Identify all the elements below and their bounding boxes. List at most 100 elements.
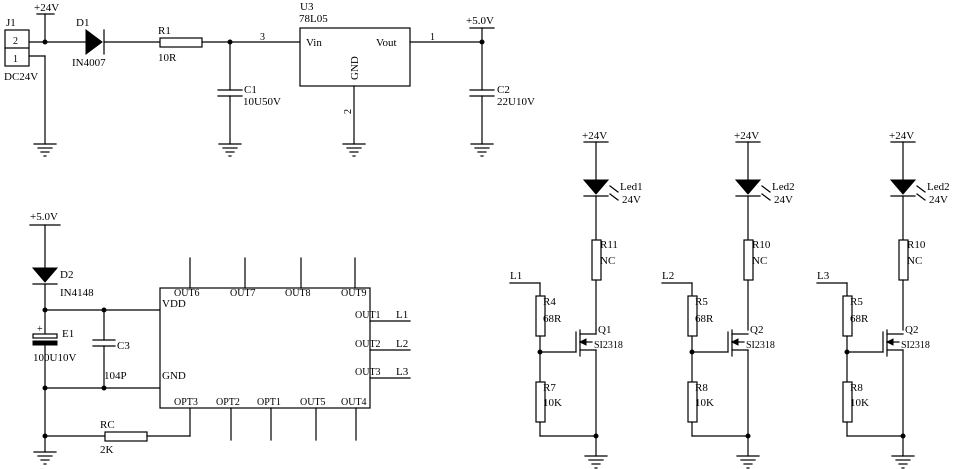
svg-text:68R: 68R — [695, 313, 714, 325]
svg-text:1: 1 — [13, 54, 18, 65]
svg-text:SI2318: SI2318 — [901, 340, 930, 351]
svg-text:U3: U3 — [300, 1, 314, 13]
svg-text:R5: R5 — [850, 296, 863, 308]
mcu-chip: VDD GND OUT6 OUT7 OUT8 OUT9 OUT1 OUT2 OU… — [159, 257, 411, 441]
svg-text:Vout: Vout — [376, 37, 397, 49]
svg-text:68R: 68R — [850, 313, 869, 325]
svg-text:L2: L2 — [662, 270, 674, 282]
led-ref: Led2 — [927, 181, 950, 193]
led-driver-3: +24V Led2 24V R10 NC L3 R5 68R Q2 SI2318… — [816, 130, 950, 469]
led-ref: Led1 — [620, 181, 643, 193]
svg-text:J1: J1 — [6, 17, 16, 29]
svg-text:2: 2 — [343, 109, 354, 114]
svg-text:E1: E1 — [62, 328, 74, 340]
mcu-section: +5.0V D2 IN4148 + E1 100U10V — [29, 211, 411, 465]
svg-text:L3: L3 — [817, 270, 830, 282]
svg-text:+24V: +24V — [734, 130, 759, 142]
svg-text:OUT9: OUT9 — [341, 288, 367, 299]
vin-net-label: +24V — [34, 2, 59, 43]
svg-text:24V: 24V — [929, 194, 948, 206]
vout-net-label: +5.0V — [466, 15, 495, 43]
capacitor-c1: C1 10U50V — [217, 41, 281, 157]
svg-text:100U10V: 100U10V — [33, 352, 76, 364]
svg-text:D1: D1 — [76, 17, 89, 29]
resistor-r1: R1 10R — [158, 25, 203, 64]
svg-text:SI2318: SI2318 — [746, 340, 775, 351]
svg-text:10K: 10K — [543, 397, 562, 409]
svg-text:68R: 68R — [543, 313, 562, 325]
power-supply-section: J1 2 1 DC24V +24V D1 IN4007 — [4, 1, 535, 157]
svg-text:+5.0V: +5.0V — [466, 15, 494, 27]
led-ref: Led2 — [772, 181, 795, 193]
svg-text:Vin: Vin — [306, 37, 322, 49]
svg-text:GND: GND — [349, 56, 361, 80]
svg-text:VDD: VDD — [162, 298, 186, 310]
resistor-rc: RC 2K — [44, 407, 191, 456]
diode-d1: D1 IN4007 — [72, 17, 106, 69]
svg-text:24V: 24V — [774, 194, 793, 206]
capacitor-c2: C2 22U10V — [469, 41, 535, 157]
svg-text:OUT1: OUT1 — [355, 310, 381, 321]
connector-j1: J1 2 1 DC24V — [4, 17, 38, 83]
svg-text:R11: R11 — [600, 239, 618, 251]
svg-text:C3: C3 — [117, 340, 130, 352]
svg-text:OUT3: OUT3 — [355, 367, 381, 378]
capacitor-e1: + E1 100U10V — [32, 309, 76, 465]
svg-text:DC24V: DC24V — [4, 71, 38, 83]
svg-text:3: 3 — [260, 32, 265, 43]
led-driver-2: +24V Led2 24V R10 NC L2 R5 68R Q2 SI2318… — [661, 130, 795, 469]
svg-text:R10: R10 — [907, 239, 926, 251]
svg-text:GND: GND — [162, 370, 186, 382]
svg-text:1: 1 — [430, 32, 435, 43]
svg-text:+24V: +24V — [889, 130, 914, 142]
svg-text:R8: R8 — [695, 382, 708, 394]
svg-text:OUT5: OUT5 — [300, 397, 326, 408]
svg-text:10U50V: 10U50V — [243, 96, 281, 108]
svg-text:NC: NC — [600, 255, 615, 267]
svg-text:OUT4: OUT4 — [341, 397, 367, 408]
svg-text:OUT8: OUT8 — [285, 288, 311, 299]
svg-text:C1: C1 — [244, 84, 257, 96]
regulator-u3: U3 78L05 3 1 Vin Vout GND 2 — [260, 1, 435, 157]
svg-text:SI2318: SI2318 — [594, 340, 623, 351]
svg-text:+: + — [37, 324, 43, 335]
svg-text:OPT1: OPT1 — [257, 397, 281, 408]
svg-text:IN4007: IN4007 — [72, 57, 106, 69]
svg-text:OPT2: OPT2 — [216, 397, 240, 408]
svg-text:R7: R7 — [543, 382, 556, 394]
svg-text:2: 2 — [13, 36, 18, 47]
svg-text:NC: NC — [907, 255, 922, 267]
svg-text:10R: 10R — [158, 52, 177, 64]
svg-text:Q2: Q2 — [750, 324, 763, 336]
svg-text:Q2: Q2 — [905, 324, 918, 336]
svg-text:OUT6: OUT6 — [174, 288, 200, 299]
svg-text:+24V: +24V — [34, 2, 59, 14]
svg-text:OPT3: OPT3 — [174, 397, 198, 408]
svg-text:R10: R10 — [752, 239, 771, 251]
diode-d2: D2 IN4148 — [31, 267, 94, 299]
svg-text:RC: RC — [100, 419, 115, 431]
svg-text:Q1: Q1 — [598, 324, 611, 336]
svg-text:10K: 10K — [850, 397, 869, 409]
svg-text:24V: 24V — [622, 194, 641, 206]
svg-text:104P: 104P — [104, 370, 127, 382]
svg-text:22U10V: 22U10V — [497, 96, 535, 108]
svg-text:L2: L2 — [396, 338, 408, 350]
led-driver-1: +24V Led1 24V R11 NC L1 R4 68R Q1 SI2318 — [509, 130, 643, 469]
svg-text:10K: 10K — [695, 397, 714, 409]
svg-text:R4: R4 — [543, 296, 556, 308]
svg-text:R8: R8 — [850, 382, 863, 394]
capacitor-c3: C3 104P — [92, 309, 130, 389]
mcu-vcc-label: +5.0V — [29, 211, 61, 269]
svg-text:D2: D2 — [60, 269, 73, 281]
svg-text:IN4148: IN4148 — [60, 287, 94, 299]
svg-text:L3: L3 — [396, 366, 409, 378]
svg-text:OUT7: OUT7 — [230, 288, 256, 299]
svg-text:+24V: +24V — [582, 130, 607, 142]
svg-text:L1: L1 — [510, 270, 522, 282]
svg-text:C2: C2 — [497, 84, 510, 96]
svg-text:78L05: 78L05 — [299, 13, 328, 25]
svg-text:2K: 2K — [100, 444, 114, 456]
svg-text:+5.0V: +5.0V — [30, 211, 58, 223]
